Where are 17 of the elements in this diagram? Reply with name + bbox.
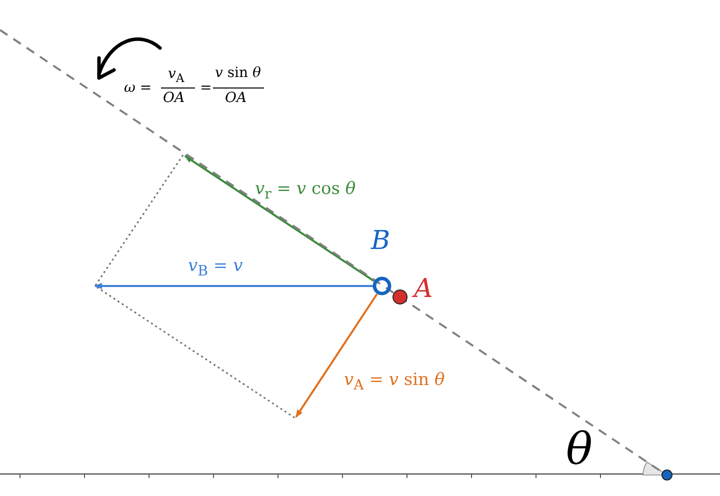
fraction-denominator: OA	[225, 91, 247, 105]
edge-label: v$_{B}$ = v	[188, 258, 243, 279]
edge-label: v$_{A}$ = v sin θ	[344, 372, 445, 393]
edge-label: v$_{r}$ = v cos θ	[255, 181, 356, 202]
velocity-arrow	[94, 282, 373, 290]
velocity-arrow	[184, 155, 375, 282]
velocity-arrow	[295, 293, 378, 418]
rod-line	[0, 29, 663, 473]
formula-text: =	[200, 81, 212, 95]
point-marker	[661, 469, 673, 481]
formula-text: ω =	[124, 81, 152, 95]
angle-label: θ	[566, 428, 592, 472]
fraction-numerator: v sin θ	[215, 66, 261, 80]
fraction-numerator: v$_{A}$	[168, 67, 184, 84]
point-label: B	[371, 228, 390, 254]
point-label: A	[414, 276, 433, 302]
fraction-denominator: OA	[163, 91, 185, 105]
